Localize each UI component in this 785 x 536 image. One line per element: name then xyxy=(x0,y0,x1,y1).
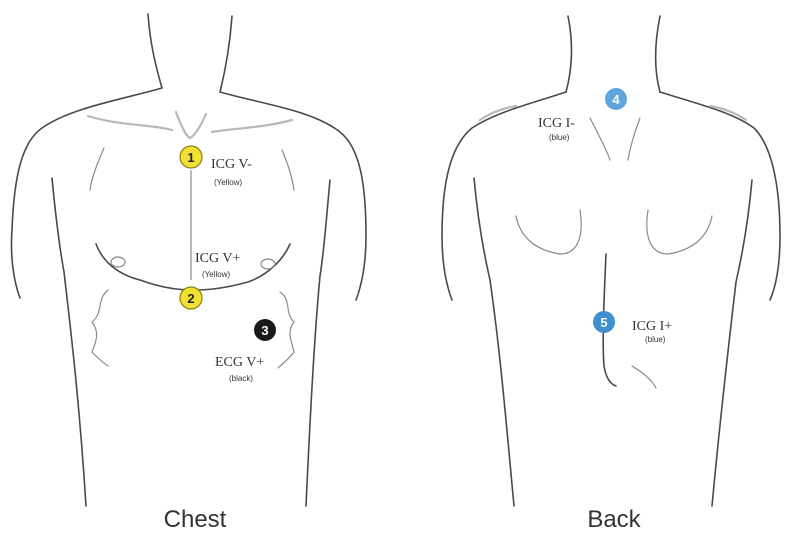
electrode-4-color-label: (blue) xyxy=(549,133,570,142)
chest-torso-outline xyxy=(11,14,366,506)
electrode-4-number: 4 xyxy=(612,92,620,107)
electrode-2-label: ICG V+ xyxy=(195,251,240,266)
electrode-2: 2 ICG V+ (Yellow) xyxy=(180,251,240,309)
electrode-1-color-label: (Yellow) xyxy=(214,178,242,187)
electrode-4-label: ICG I- xyxy=(538,116,575,131)
electrode-3: 3 ECG V+ (black) xyxy=(215,319,276,383)
electrode-5-label: ICG I+ xyxy=(632,319,672,334)
electrode-3-number: 3 xyxy=(261,323,268,338)
electrode-2-color-label: (Yellow) xyxy=(202,270,230,279)
back-view-title: Back xyxy=(587,506,641,533)
electrode-5: 5 ICG I+ (blue) xyxy=(593,311,672,344)
electrode-3-label: ECG V+ xyxy=(215,355,264,370)
electrode-2-number: 2 xyxy=(187,291,194,306)
electrode-1-label: ICG V- xyxy=(211,157,252,172)
electrode-3-color-label: (black) xyxy=(229,374,253,383)
electrode-1-number: 1 xyxy=(187,150,194,165)
electrode-5-color-label: (blue) xyxy=(645,335,666,344)
electrode-5-number: 5 xyxy=(600,315,607,330)
chest-view-title: Chest xyxy=(164,506,227,533)
